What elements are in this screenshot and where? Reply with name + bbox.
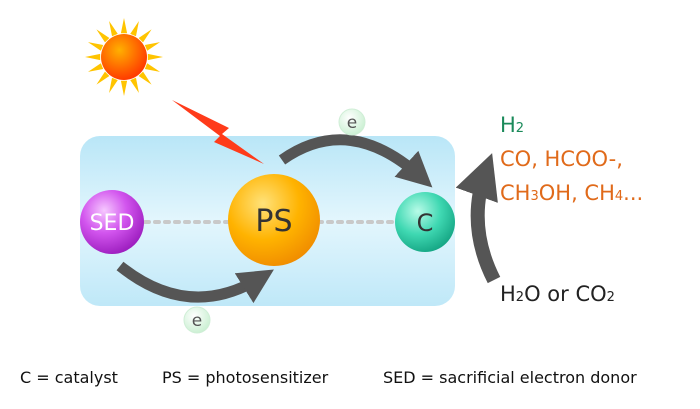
sun-ray [144, 63, 161, 72]
sun-ray [138, 71, 152, 85]
sun-ray [87, 42, 104, 51]
sun-ray [109, 77, 118, 94]
sun-ray [138, 29, 152, 43]
electron-arrow-sed-to-ps [116, 261, 274, 304]
product-carbon-line2: CH3OH, CH4... [500, 181, 643, 205]
legend-sed: SED = sacrificial electron donor [383, 368, 637, 387]
sun-ray [130, 77, 139, 94]
electron-label-bottom: e [192, 311, 202, 331]
legend-photosensitizer: PS = photosensitizer [162, 368, 329, 387]
sun-ray [85, 53, 101, 61]
electron-label-top: e [347, 113, 357, 133]
conversion-arrow [455, 153, 501, 284]
product-carbon-line1: CO, HCOO-, [500, 147, 623, 171]
sun-ray [109, 20, 118, 37]
reactant-label: H2O or CO2 [500, 282, 615, 306]
sun-ray [144, 42, 161, 51]
product-h2: H2 [500, 113, 524, 137]
electron-badge-bottom: e [183, 306, 211, 334]
electron-arrow-ps-to-catalyst [278, 134, 433, 188]
electron-badge-top: e [338, 108, 366, 136]
ps-node: PS [228, 174, 320, 266]
sun-ray [120, 80, 128, 96]
sed-label: SED [90, 211, 135, 236]
sun-ray [130, 20, 139, 37]
ps-label: PS [255, 204, 292, 239]
sun-ray [120, 18, 128, 34]
sun-ray [87, 63, 104, 72]
sun-ray [96, 71, 110, 85]
sun-icon [85, 18, 163, 96]
catalyst-label: C [417, 209, 434, 237]
sun-ray [147, 53, 163, 61]
sun-ray [96, 29, 110, 43]
sed-node: SED [80, 190, 144, 254]
lightning-bolt-icon [172, 100, 264, 164]
catalyst-node: C [395, 192, 455, 252]
legend-catalyst: C = catalyst [20, 368, 118, 387]
